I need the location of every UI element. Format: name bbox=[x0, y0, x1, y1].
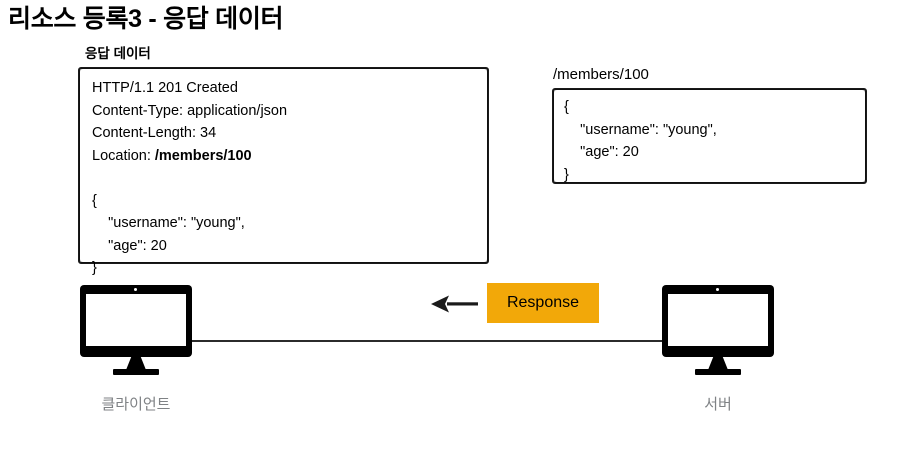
response-badge-label: Response bbox=[506, 294, 580, 311]
monitor-stand-neck bbox=[708, 356, 728, 370]
response-header-content-type: Content-Type: application/json bbox=[92, 102, 288, 119]
monitor-bezel bbox=[80, 285, 192, 357]
monitor-camera-dot bbox=[134, 288, 137, 291]
response-badge: Response bbox=[487, 283, 599, 323]
client-server-connector-line bbox=[178, 340, 671, 342]
resource-uri-caption: /members/100 bbox=[553, 66, 649, 83]
response-data-code: HTTP/1.1 201 Created Content-Type: appli… bbox=[92, 77, 287, 280]
server-monitor-icon bbox=[662, 285, 774, 375]
monitor-stand-neck bbox=[126, 356, 146, 370]
monitor-stand-foot bbox=[113, 369, 159, 375]
resource-body-json: { "username": "young", "age": 20 } bbox=[564, 99, 717, 183]
monitor-stand-foot bbox=[695, 369, 741, 375]
monitor-bezel bbox=[662, 285, 774, 357]
response-data-box: HTTP/1.1 201 Created Content-Type: appli… bbox=[78, 67, 489, 276]
response-header-location-key: Location: bbox=[92, 147, 155, 164]
response-status-line: HTTP/1.1 201 Created bbox=[92, 80, 238, 96]
monitor-screen bbox=[668, 294, 768, 346]
monitor-camera-dot bbox=[716, 288, 719, 291]
response-body-json: { "username": "young", "age": 20 } bbox=[92, 192, 245, 277]
page-title: 리소스 등록3 - 응답 데이터 bbox=[8, 5, 284, 33]
response-data-caption: 응답 데이터 bbox=[85, 46, 151, 61]
server-label: 서버 bbox=[704, 396, 732, 413]
client-label: 클라이언트 bbox=[101, 396, 171, 413]
resource-representation-box: { "username": "young", "age": 20 } bbox=[552, 88, 867, 184]
response-header-location-value: /members/100 bbox=[154, 147, 252, 164]
response-header-content-length: Content-Length: 34 bbox=[92, 125, 217, 141]
client-monitor-icon bbox=[80, 285, 192, 375]
response-arrow-left-icon bbox=[431, 295, 478, 313]
monitor-screen bbox=[86, 294, 186, 346]
